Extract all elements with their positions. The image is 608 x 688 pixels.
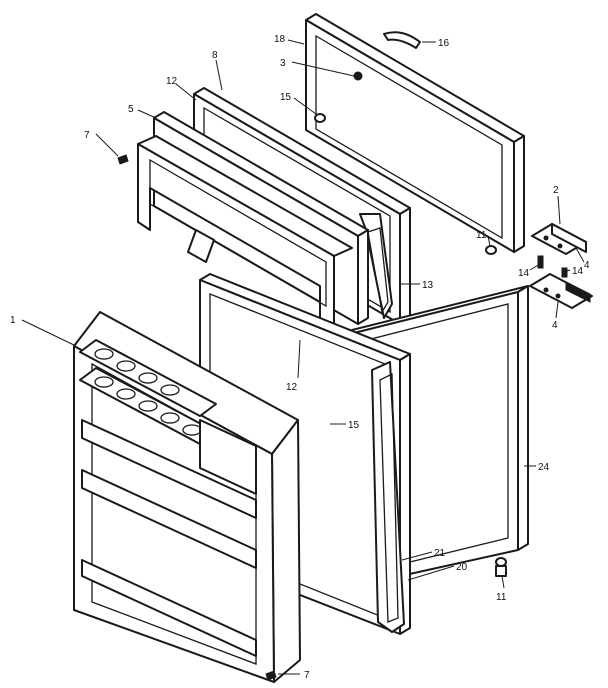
door-handle [383,31,421,49]
callout-13: 13 [422,280,434,291]
callout-11-bottom: 11 [496,592,507,603]
callout-labels: 1 2 3 4 4 5 7 7 8 11 11 12 12 13 14 14 1… [10,34,590,681]
callout-7-bottom: 7 [304,670,310,681]
upper-door-fasteners [314,71,497,255]
callout-15-middle: 15 [348,420,360,431]
leader-lines [21,39,585,675]
callout-11-top: 11 [476,230,487,241]
liner-screw [117,154,129,165]
upper-hinge-bushing [485,245,497,255]
callout-14-left: 14 [518,268,530,279]
center-hinge [529,273,593,309]
callout-20: 20 [456,562,468,573]
top-hinge [531,223,587,255]
callout-16: 16 [438,38,450,49]
callout-3: 3 [280,58,286,69]
plug-button [353,71,363,81]
callout-4-bottom: 4 [552,320,558,331]
upper-door-shelf [137,135,353,327]
upper-door-stop [314,113,326,123]
callout-1: 1 [10,315,16,326]
bottom-hinge-bushing [495,557,507,567]
callout-8: 8 [212,50,218,61]
lower-liner-screw [265,670,277,681]
callout-14-right: 14 [572,266,584,277]
callout-24: 24 [538,462,550,473]
callout-21: 21 [434,548,446,559]
callout-5: 5 [128,104,134,115]
egg-tray [79,339,217,445]
callout-7-top: 7 [84,130,90,141]
callout-18: 18 [274,34,286,45]
lower-gasket-channel [371,361,405,633]
callout-12-middle: 12 [286,382,298,393]
callout-12-top: 12 [166,76,178,87]
callout-2: 2 [553,185,559,196]
hinge-pins [537,255,568,278]
lower-door-shelves [81,419,257,657]
callout-15-top: 15 [280,92,292,103]
callout-4-top: 4 [584,260,590,271]
